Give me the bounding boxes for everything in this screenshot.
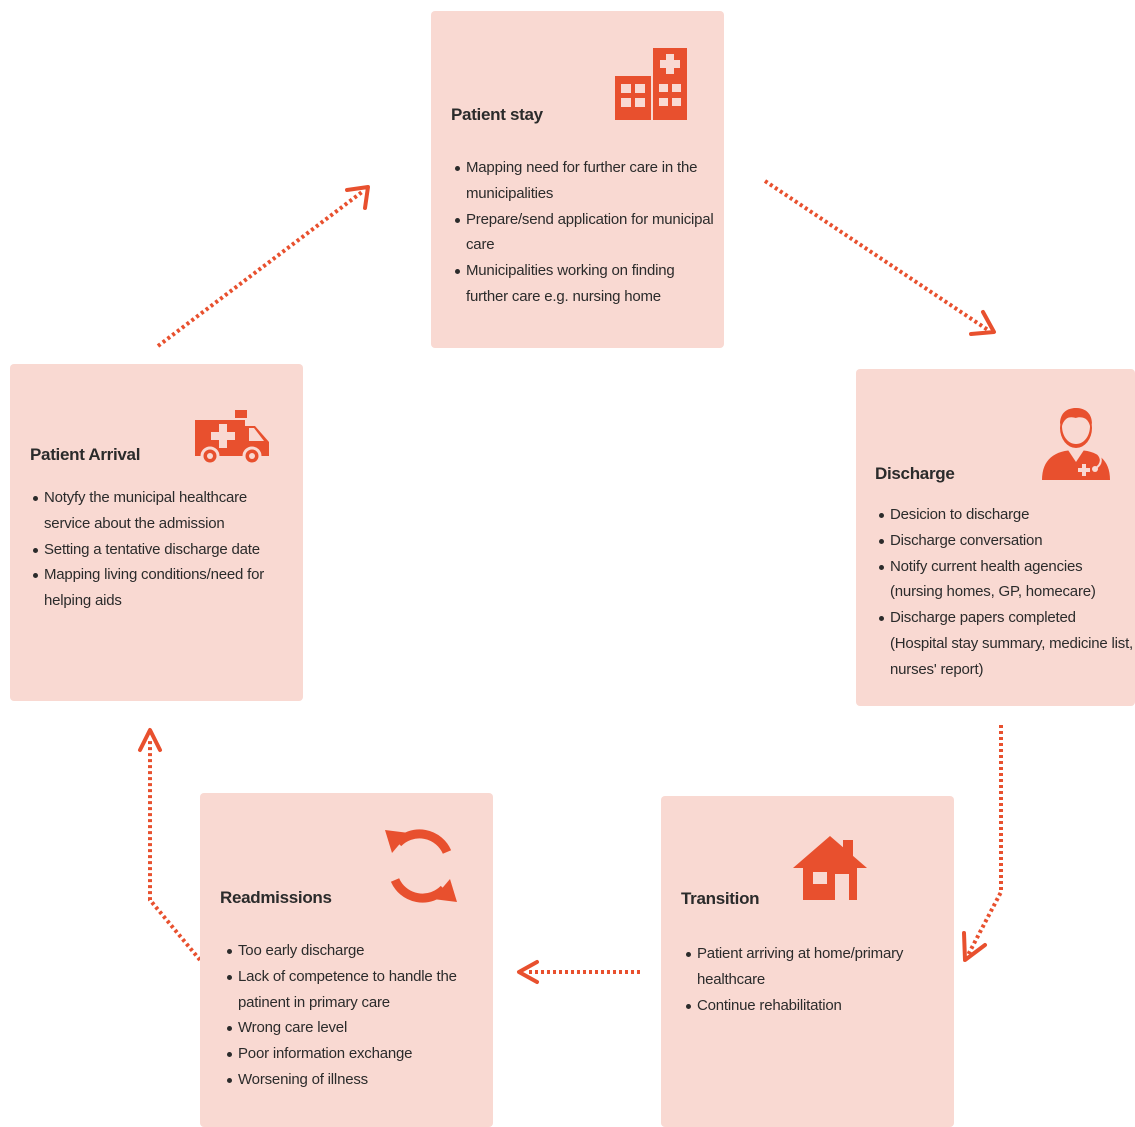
list-item: Mapping living conditions/need for helpi… [30, 562, 296, 614]
card-patient-stay: Patient stay Mapping need for further ca… [431, 11, 724, 348]
card-readmissions: Readmissions Too early discharge Lack of… [200, 793, 493, 1127]
arrow-stay-to-discharge [763, 179, 990, 332]
cycle-arrows-icon [380, 825, 462, 907]
ambulance-icon [193, 408, 271, 466]
card-title-discharge: Discharge [875, 464, 955, 483]
card-title-readmissions: Readmissions [220, 888, 332, 907]
hospital-building-icon [611, 44, 691, 124]
list-item: Worsening of illness [224, 1067, 486, 1093]
list-item: Setting a tentative discharge date [30, 537, 296, 563]
list-item: Mapping need for further care in the mun… [452, 155, 714, 207]
list-item: Lack of competence to handle the patinen… [224, 964, 486, 1016]
list-item: Too early discharge [224, 938, 486, 964]
card-title-patient-stay: Patient stay [451, 105, 543, 124]
doctor-icon [1040, 402, 1112, 482]
card-list-transition: Patient arriving at home/primary healthc… [683, 941, 945, 1018]
card-title-transition: Transition [681, 889, 760, 908]
card-discharge: Discharge Desicion to discharge Discharg… [856, 369, 1135, 706]
card-list-patient-stay: Mapping need for further care in the mun… [452, 155, 714, 310]
arrowhead-to-discharge [969, 310, 996, 336]
list-item: Patient arriving at home/primary healthc… [683, 941, 945, 993]
list-item: Notyfy the municipal healthcare service … [30, 485, 296, 537]
arrowhead-to-readmissions [517, 960, 539, 984]
card-transition: Transition Patient arriving at home/prim… [661, 796, 954, 1127]
arrow-arrival-to-stay [156, 190, 364, 348]
card-list-discharge: Desicion to discharge Discharge conversa… [876, 502, 1134, 683]
list-item: Notify current health agencies (nursing … [876, 554, 1134, 606]
list-item: Prepare/send application for municipal c… [452, 207, 714, 259]
arrowhead-to-stay [345, 185, 370, 210]
list-item: Municipalities working on finding furthe… [452, 258, 714, 310]
list-item: Poor information exchange [224, 1041, 486, 1067]
arrowhead-to-transition [962, 931, 987, 962]
card-list-readmissions: Too early discharge Lack of competence t… [224, 938, 486, 1093]
card-patient-arrival: Patient Arrival Notyfy the municipal hea… [10, 364, 303, 701]
list-item: Discharge papers completed (Hospital sta… [876, 605, 1134, 682]
arrowhead-to-arrival [138, 728, 162, 752]
arrow-discharge-to-transition [966, 725, 1003, 956]
list-item: Wrong care level [224, 1015, 486, 1041]
card-title-patient-arrival: Patient Arrival [30, 445, 141, 464]
list-item: Desicion to discharge [876, 502, 1134, 528]
house-icon [791, 834, 869, 902]
card-list-patient-arrival: Notyfy the municipal healthcare service … [30, 485, 296, 614]
arrow-readmissions-to-arrival [148, 740, 202, 962]
list-item: Continue rehabilitation [683, 993, 945, 1019]
list-item: Discharge conversation [876, 528, 1134, 554]
